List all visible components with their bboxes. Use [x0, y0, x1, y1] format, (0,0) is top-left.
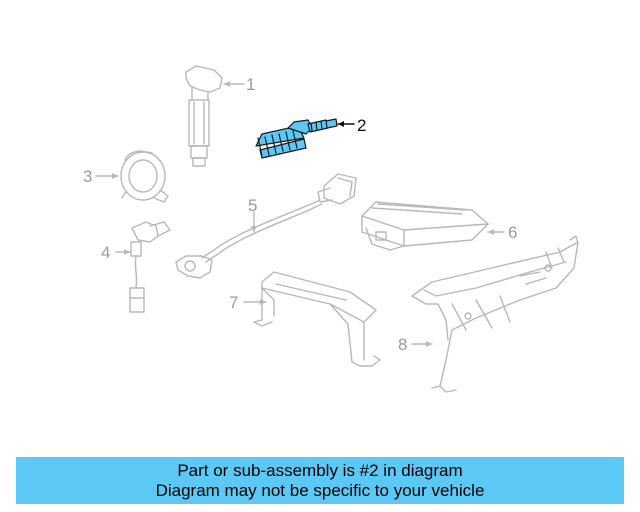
callout-4[interactable]: 4 — [101, 243, 110, 262]
banner-line-disclaimer: Diagram may not be specific to your vehi… — [155, 480, 485, 500]
control-module[interactable] — [361, 201, 489, 251]
banner-line-part: Part or sub-assembly is #2 in diagram — [177, 460, 463, 480]
spark-plug[interactable] — [255, 118, 338, 159]
ignition-coil[interactable] — [185, 65, 223, 167]
callout-8[interactable]: 8 — [398, 335, 407, 354]
bracket[interactable] — [253, 271, 381, 367]
info-banner: Part or sub-assembly is #2 in diagram Di… — [16, 457, 624, 504]
callout-3[interactable]: 3 — [83, 167, 92, 186]
round-sensor[interactable] — [120, 150, 169, 203]
callout-6[interactable]: 6 — [508, 223, 517, 242]
crank-sensor[interactable] — [129, 221, 171, 313]
callout-5[interactable]: 5 — [248, 196, 257, 215]
callout-2[interactable]: 2 — [357, 116, 366, 135]
callout-1[interactable]: 1 — [246, 75, 255, 94]
parts-diagram: 1 2 3 4 5 6 7 8 — [83, 65, 579, 393]
callout-7[interactable]: 7 — [229, 293, 238, 312]
knock-sensor[interactable] — [175, 173, 357, 279]
mounting-bracket[interactable] — [411, 235, 579, 393]
